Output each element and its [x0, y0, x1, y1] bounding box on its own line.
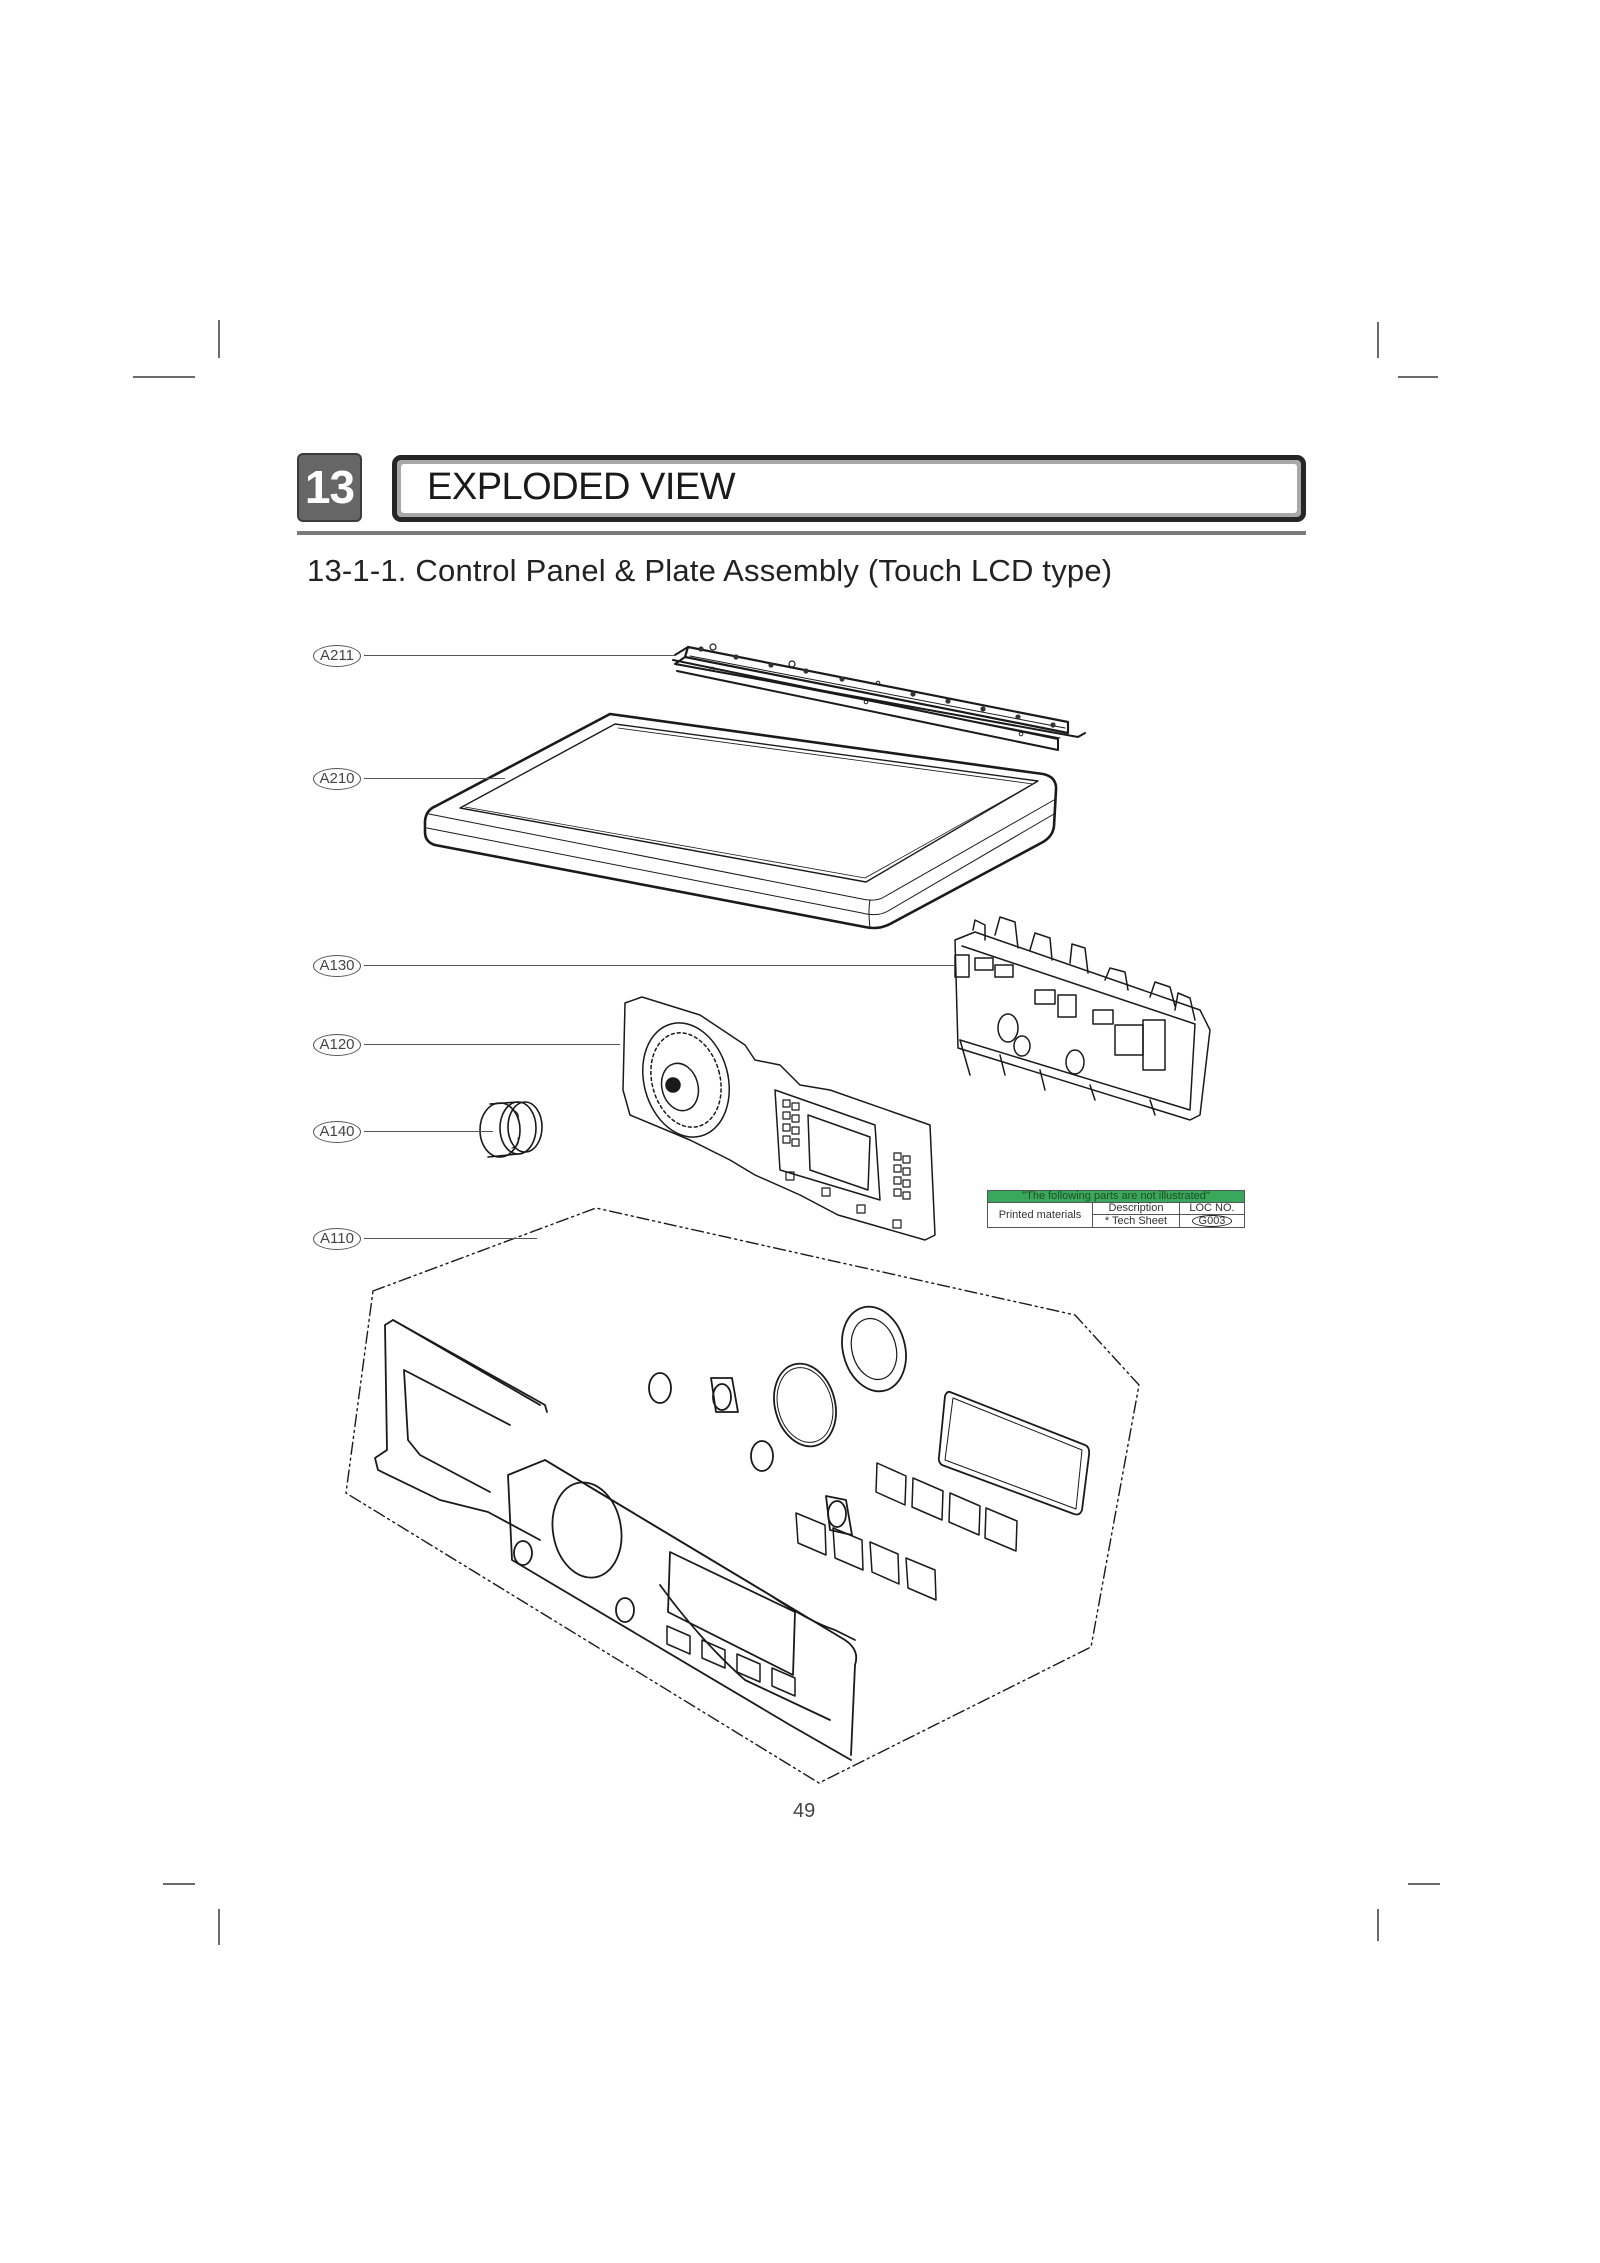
callout-a211: A211	[313, 645, 361, 667]
section-number-badge: 13	[297, 453, 362, 522]
tech-sheet-loc-no: G003	[1191, 1215, 1233, 1227]
section-title-box: EXPLODED VIEW	[392, 455, 1306, 522]
description-column-header: Description	[1092, 1202, 1180, 1215]
callout-a110: A110	[313, 1228, 361, 1250]
control-panel-group-outline	[345, 1207, 1140, 1784]
display-pcb-drawing	[622, 996, 936, 1241]
callout-a130: A130	[313, 955, 361, 977]
leader-line-a210	[364, 778, 505, 780]
not-illustrated-parts-table: "The following parts are not illustrated…	[987, 1190, 1246, 1228]
leader-line-a140	[364, 1131, 493, 1133]
plate-assembly-drawing	[423, 712, 1058, 930]
callout-a210: A210	[313, 768, 361, 790]
leader-line-a110	[364, 1238, 537, 1240]
header-divider	[297, 531, 1306, 535]
leader-line-a130	[364, 965, 955, 967]
not-illustrated-header: "The following parts are not illustrated…	[987, 1190, 1245, 1203]
leader-line-a120	[364, 1044, 620, 1046]
knob-drawing	[479, 1101, 543, 1158]
crop-mark-bottom-right-h	[1408, 1883, 1440, 1885]
printed-materials-label: Printed materials	[987, 1202, 1093, 1228]
callout-a120: A120	[313, 1034, 361, 1056]
crop-mark-bottom-left-h	[163, 1883, 195, 1885]
crop-mark-bottom-left-v	[218, 1909, 220, 1945]
tech-sheet-loc-cell: G003	[1178, 1214, 1246, 1228]
bracket-rail-drawing	[672, 643, 1086, 751]
crop-mark-bottom-right-v	[1377, 1909, 1379, 1941]
page-number: 49	[793, 1800, 816, 1822]
crop-mark-top-left-v	[218, 320, 220, 358]
leader-line-a211	[364, 655, 676, 657]
control-panel-drawing	[374, 1305, 1091, 1761]
crop-mark-top-left-h	[133, 376, 195, 378]
crop-mark-top-right-v	[1377, 322, 1379, 358]
crop-mark-top-right-h	[1398, 376, 1438, 378]
tech-sheet-description: * Tech Sheet	[1092, 1214, 1180, 1228]
page-subtitle: 13-1-1. Control Panel & Plate Assembly (…	[307, 553, 1113, 588]
loc-no-column-header: LOC NO.	[1178, 1202, 1246, 1215]
main-pcb-drawing	[954, 916, 1211, 1121]
section-title: EXPLODED VIEW	[401, 464, 1297, 513]
callout-a140: A140	[313, 1121, 361, 1143]
